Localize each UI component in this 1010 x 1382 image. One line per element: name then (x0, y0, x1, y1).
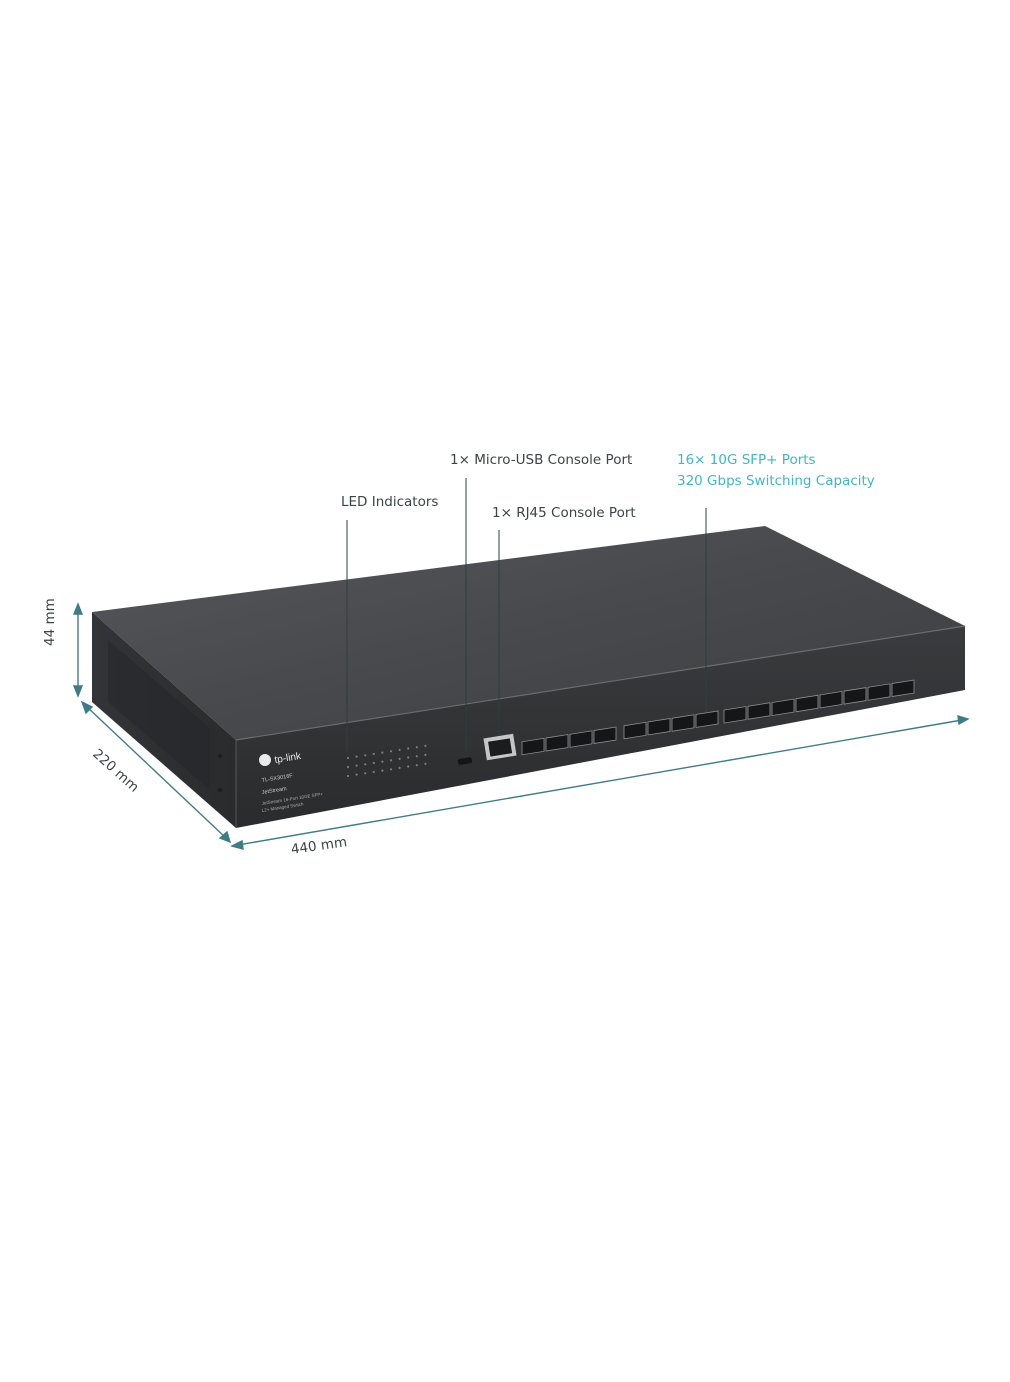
sfp-port (545, 734, 569, 752)
led-dot (389, 750, 393, 753)
led-callout: LED Indicators (341, 494, 439, 510)
led-dot (398, 757, 401, 761)
chassis-front (236, 626, 965, 828)
sfp-port (623, 721, 647, 740)
led-dot (424, 753, 427, 757)
led-dot (364, 763, 367, 766)
sfp-port (819, 690, 843, 709)
sfp-port (521, 737, 545, 756)
sfp-port (723, 706, 747, 724)
led-dot (346, 774, 350, 778)
led-dot (389, 759, 393, 762)
led-dot (389, 768, 393, 771)
sfp-port (747, 702, 771, 720)
led-dot (346, 765, 350, 769)
rj45-callout: 1× RJ45 Console Port (492, 505, 636, 521)
led-dot (355, 773, 358, 776)
led-dot (424, 762, 427, 766)
sfp-port (795, 694, 819, 713)
led-dot (372, 752, 375, 756)
description-line-2: L2+ Managed Switch (261, 801, 304, 813)
model-text: TL-SX3016F (261, 773, 293, 784)
sfp-port (647, 718, 671, 736)
led-dot (346, 756, 350, 760)
brand-logo-text: tp-link (274, 751, 303, 766)
led-dot (415, 764, 418, 767)
led-dot (381, 751, 384, 754)
chassis-top (92, 526, 965, 740)
led-dot (407, 756, 410, 759)
height-dimension-label: 44 mm (42, 598, 58, 646)
switching-capacity-callout: 320 Gbps Switching Capacity (677, 473, 875, 489)
led-dot (381, 760, 384, 763)
sfp-port (891, 679, 915, 697)
led-dot (407, 765, 410, 768)
side-vent (108, 640, 210, 790)
led-dot (398, 766, 401, 770)
sfp-port (771, 698, 795, 716)
led-dot (407, 747, 410, 750)
led-dot (364, 772, 367, 775)
micro-usb-port (457, 757, 473, 765)
led-dot (424, 744, 427, 748)
sfp-port (671, 714, 695, 732)
sfp-port (593, 726, 617, 744)
led-dot (372, 761, 375, 765)
led-dot (364, 754, 367, 757)
sfp-port (569, 730, 593, 748)
sfp-port (867, 683, 891, 701)
rj45-port (483, 733, 517, 761)
led-dot (415, 755, 418, 758)
led-dot (415, 746, 418, 749)
sfp-port (843, 687, 867, 705)
led-dot (398, 748, 401, 752)
sfp-ports-callout: 16× 10G SFP+ Ports (677, 452, 816, 468)
series-text: JetStream (261, 786, 287, 796)
led-dot (372, 770, 375, 774)
micro-usb-callout: 1× Micro-USB Console Port (450, 452, 633, 468)
led-dot (355, 755, 358, 758)
led-dot (355, 764, 358, 767)
led-indicator-grid (346, 744, 427, 778)
sfp-port-array (521, 679, 915, 756)
led-dot (381, 769, 384, 772)
sfp-port (695, 710, 719, 728)
dimension-lines (72, 602, 970, 850)
tp-link-logo-icon (259, 754, 271, 766)
